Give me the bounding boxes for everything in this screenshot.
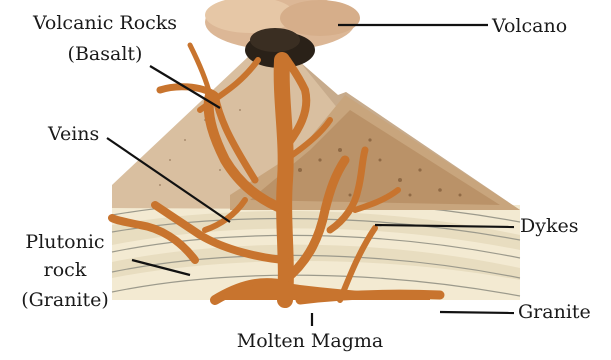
label-volcano: Volcano bbox=[492, 14, 567, 38]
label-plutonic-line1: Plutonic bbox=[0, 230, 130, 254]
label-dykes: Dykes bbox=[520, 214, 578, 238]
label-granite: Granite bbox=[518, 300, 591, 324]
label-volcanic-rocks-line1: Volcanic Rocks bbox=[5, 11, 205, 35]
label-veins: Veins bbox=[48, 122, 99, 146]
label-plutonic-rock: Plutonic rock (Granite) bbox=[0, 230, 130, 312]
label-volcanic-rocks: Volcanic Rocks (Basalt) bbox=[5, 11, 205, 66]
label-plutonic-line2: rock bbox=[0, 258, 130, 282]
label-molten-magma: Molten Magma bbox=[220, 329, 400, 353]
label-plutonic-line3: (Granite) bbox=[0, 288, 130, 312]
label-volcanic-rocks-line2: (Basalt) bbox=[5, 42, 205, 66]
